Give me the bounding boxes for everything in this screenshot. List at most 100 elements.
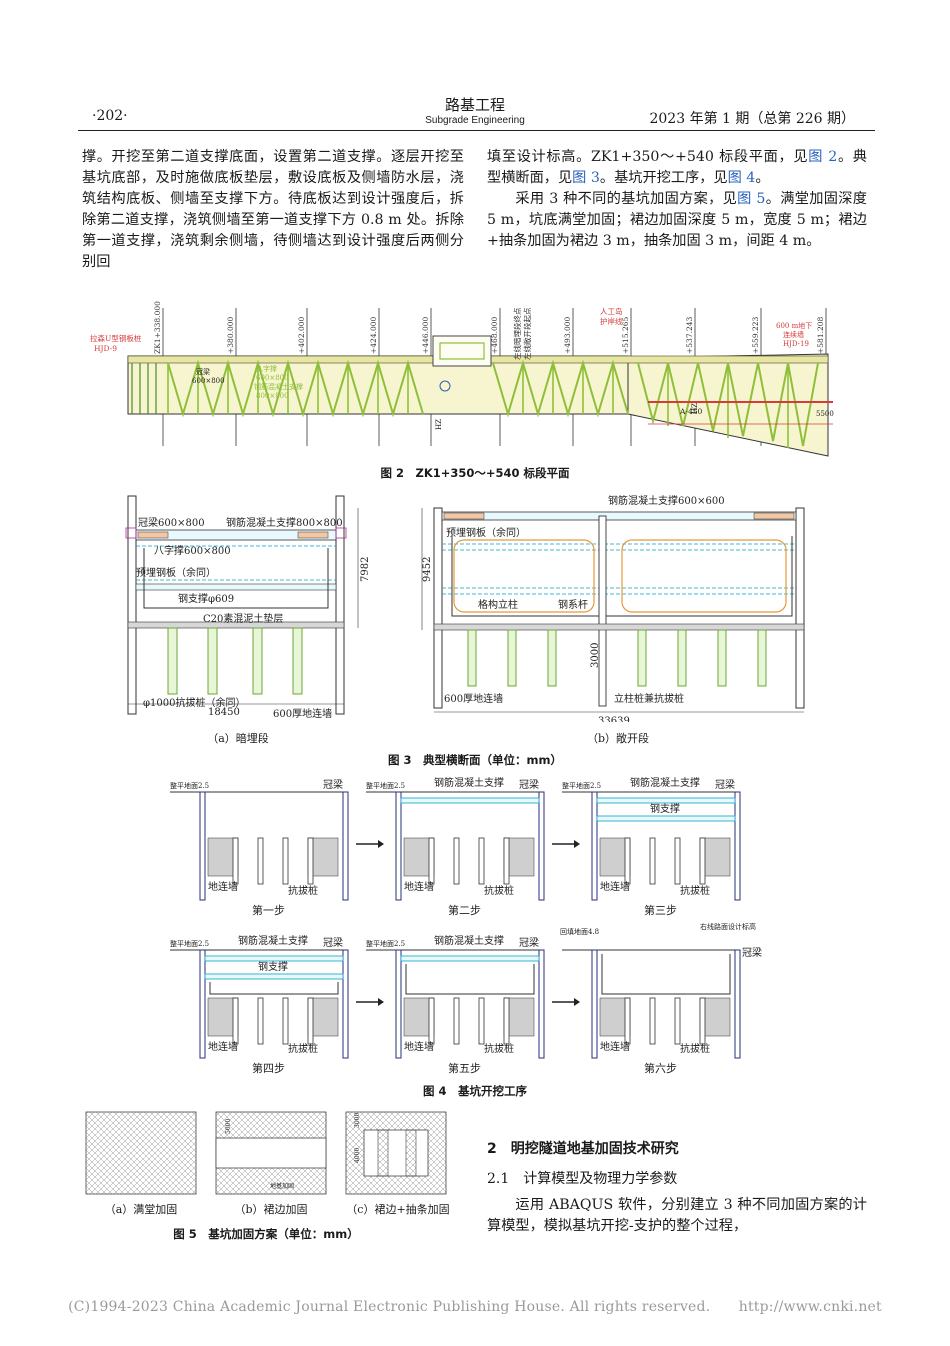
- fig4-steel: 钢支撑: [258, 960, 288, 973]
- fig4-pile: 抗拔桩: [680, 1042, 710, 1055]
- journal-title: 路基工程 Subgrade Engineering: [375, 94, 575, 126]
- fig4-guanliang: 冠梁: [715, 778, 735, 791]
- fig4-step-label: 第四步: [252, 1061, 285, 1075]
- fig4-wall: 地连墙: [208, 880, 238, 893]
- subsection-heading: 2.1 计算模型及物理力学参数: [487, 1171, 678, 1187]
- right-paragraph-1: 填至设计标高。ZK1+350～+540 标段平面，见图 2。典型横断面，见图 3…: [487, 149, 867, 186]
- section-heading: 2 明挖隧道地基加固技术研究: [487, 1141, 679, 1157]
- section2-paragraph: 运用 ABAQUS 软件，分别建立 3 种不同加固方案的计算模型，模拟基坑开挖-…: [487, 1197, 867, 1234]
- fig3a-rc: 钢筋混凝土支撑800×800: [226, 516, 343, 529]
- fig4-step3: 整平地面2.5 钢筋混凝土支撑 冠梁 钢支撑 地连墙 抗拔桩 第三步: [562, 776, 741, 917]
- fig3a-c20: C20素混泥土垫层: [203, 612, 283, 625]
- station-label: +468.000: [490, 316, 499, 354]
- fig3a-steel: 钢支撑φ609: [178, 592, 234, 605]
- fig3b-rc: 钢筋混凝土支撑600×600: [608, 494, 725, 507]
- fig2-stations: ZK1+338.000 +380.000 +402.000 +424.000 +…: [153, 301, 825, 354]
- fig2-label-guanliang-dim: 600×800: [192, 377, 225, 385]
- fig3b-depth: 3000: [590, 643, 601, 668]
- fig2-label-brace2: 钢筋混凝土支撑: [254, 382, 303, 391]
- fig2-label-left: 拉森U型钢板桩: [90, 333, 142, 343]
- fig4-step1: 整平地面2.5 冠梁 地连墙 抗拔桩 第一步: [170, 778, 349, 917]
- journal-title-cn: 路基工程: [444, 96, 505, 114]
- fig2-label-hz: HZ: [435, 419, 443, 430]
- fig5b-label: 地基加固: [270, 1182, 294, 1190]
- fig2-label-right4: 连续墙: [783, 330, 804, 339]
- page-number: ·202·: [92, 108, 128, 124]
- fig5a-block: [85, 1111, 197, 1195]
- fig4-guanliang: 冠梁: [323, 778, 343, 791]
- fig4-step-label: 第三步: [644, 903, 677, 917]
- fig4-caption: 图 4 基坑开挖工序: [422, 1084, 527, 1098]
- fig4-guanliang: 冠梁: [519, 778, 539, 791]
- fig4-ground: 整平地面2.5: [366, 781, 405, 790]
- fig4-rc: 钢筋混凝土支撑: [630, 776, 700, 789]
- fig5-drawing: 5000 地基加固 3000 4000: [80, 1108, 452, 1220]
- fig4-rc: 钢筋混凝土支撑: [434, 934, 504, 947]
- fig5b-block: 5000 地基加固: [215, 1111, 327, 1195]
- fig4-guanliang: 冠梁: [323, 936, 343, 949]
- fig5c-dim3000: 3000: [354, 1113, 361, 1128]
- fig4-rc: 钢筋混凝土支撑: [434, 776, 504, 789]
- fig4-ground: 整平地面2.5: [562, 781, 601, 790]
- fig4-backfill: 回填地面4.8: [560, 927, 599, 936]
- fig5b-dim: 5000: [225, 1119, 232, 1134]
- station-label: +380.000: [226, 316, 235, 354]
- fig2-label-left2: HJD-9: [94, 344, 117, 353]
- fig4-ground: 整平地面2.5: [366, 939, 405, 948]
- fig3-ref-link[interactable]: 图 3: [572, 170, 600, 186]
- fig4-step4: 整平地面2.5 钢筋混凝土支撑 冠梁 钢支撑 地连墙 抗拔桩 第四步: [170, 934, 349, 1075]
- fig2-label-hz2: HZ: [691, 403, 699, 414]
- fig2-caption: 图 2 ZK1+350～+540 标段平面: [380, 466, 570, 480]
- fig4-step6: 回填地面4.8 右线路面设计标高 冠梁 地连墙 抗拔桩 第六步: [560, 922, 762, 1075]
- fig2-label-right3: 600 m地下: [776, 321, 812, 330]
- fig2-label-right1: 人工岛: [600, 306, 623, 316]
- station-label: +537.243: [685, 316, 694, 354]
- issue-info: 2023 年第 1 期（总第 226 期）: [649, 111, 855, 127]
- station-label: +515.265: [621, 316, 630, 354]
- fig4-pile: 抗拔桩: [288, 884, 318, 897]
- fig3a-wall: 600厚地连墙: [273, 707, 332, 720]
- fig3a-height: 7982: [360, 557, 371, 582]
- fig4-ground: 整平地面2.5: [170, 781, 209, 790]
- fig2-label-mid1: 左线暗埋段终点: [512, 307, 522, 360]
- fig5c-dim4000: 4000: [354, 1148, 361, 1163]
- fig3a-pile: φ1000抗拔桩（余同）: [143, 696, 245, 709]
- fig5-caption: 图 5 基坑加固方案（单位：mm）: [173, 1227, 359, 1241]
- fig4-wall: 地连墙: [208, 1040, 238, 1053]
- right-paragraph-2: 采用 3 种不同的基坑加固方案，见图 5。满堂加固深度 5 m，坑底满堂加固；裙…: [487, 191, 867, 249]
- fig5-ref-link[interactable]: 图 5: [737, 191, 766, 207]
- fig4-pile: 抗拔桩: [288, 1042, 318, 1055]
- header-rule: [78, 130, 875, 131]
- fig3a-width: 18450: [208, 707, 240, 718]
- fig2-label-5500: 5500: [816, 410, 834, 418]
- fig4-rc: 钢筋混凝土支撑: [238, 934, 308, 947]
- fig4-pile: 抗拔桩: [680, 884, 710, 897]
- fig3b-column: 格构立柱: [478, 598, 518, 611]
- fig4-ground: 整平地面2.5: [170, 939, 209, 948]
- fig3a-bazi: 八字撑600×800: [154, 544, 231, 557]
- fig4-guanliang: 冠梁: [519, 936, 539, 949]
- fig3b-plate: 预埋钢板（余同）: [446, 526, 526, 539]
- fig2-ref-link[interactable]: 图 2: [808, 149, 838, 165]
- fig4-wall: 地连墙: [404, 1040, 434, 1053]
- fig2-label-brace-dim1: 600×800: [256, 374, 289, 382]
- fig4-steel: 钢支撑: [650, 802, 680, 815]
- fig2-label-a450: A-450: [679, 407, 702, 416]
- fig3-caption: 图 3 典型横断面（单位：mm）: [388, 753, 562, 767]
- fig4-wall: 地连墙: [404, 880, 434, 893]
- fig2-label-brace: 八字撑: [256, 364, 277, 373]
- fig2-label-right5: HJD-19: [783, 340, 809, 348]
- journal-title-en: Subgrade Engineering: [425, 115, 525, 126]
- fig4-ref-link[interactable]: 图 4: [727, 170, 756, 186]
- fig3a-plate: 预埋钢板（余同）: [136, 566, 216, 579]
- fig4-drawing: 整平地面2.5 冠梁 地连墙 抗拔桩 第一步 整平地面2.5 钢筋混凝土支撑 冠…: [168, 776, 788, 1078]
- fig2-plan-drawing: ZK1+338.000 +380.000 +402.000 +424.000 +…: [88, 296, 845, 458]
- fig4-step-label: 第二步: [448, 903, 481, 917]
- fig4-step-label: 第一步: [252, 903, 285, 917]
- fig5b-caption: （b）裙边加固: [234, 1203, 308, 1216]
- left-column: 撑。开挖至第二道支撑底面，设置第二道支撑。逐层开挖至基坑底部，及时施做底板垫层，…: [82, 147, 464, 273]
- fig2-label-right2: 护岸线: [600, 316, 623, 326]
- fig3b-height: 9452: [422, 557, 433, 582]
- fig3b-tie: 钢系杆: [558, 598, 588, 611]
- fig2-label-brace-dim2: 800×800: [256, 392, 289, 400]
